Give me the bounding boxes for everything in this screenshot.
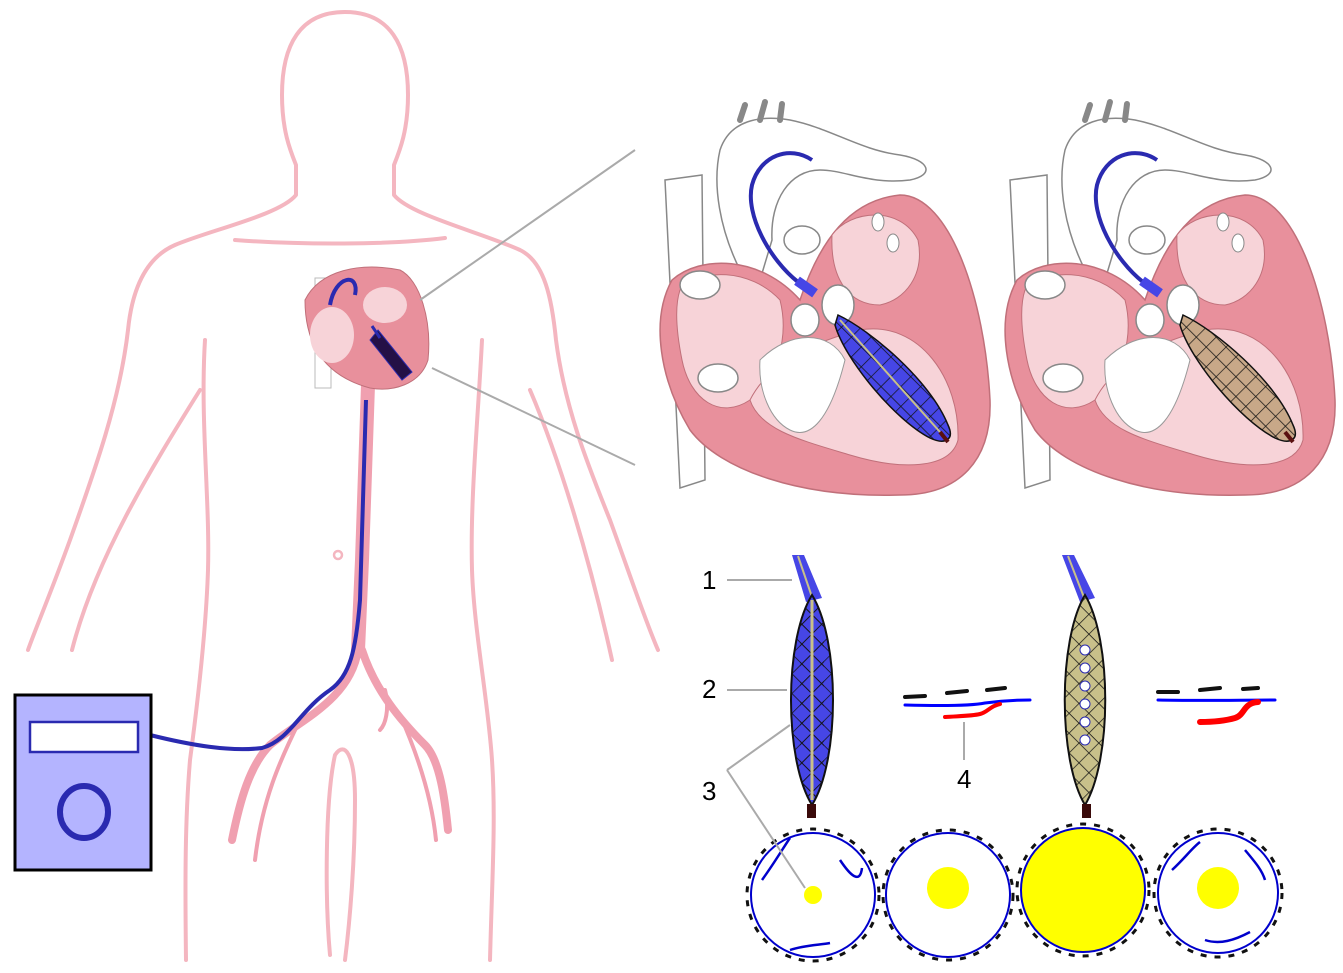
chest-heart-icon [305, 267, 429, 389]
navel [334, 551, 342, 559]
head-outline [28, 12, 345, 650]
label-4: 4 [957, 764, 971, 794]
vessel-segment-b [1158, 688, 1275, 722]
heart-cross-section-blue [660, 102, 990, 495]
mesh-balloon-blue [784, 555, 844, 818]
controller-box-icon [15, 695, 151, 870]
vessel-lumen-icon-3 [1017, 824, 1149, 956]
controller-display [30, 722, 138, 752]
vessel-lumen-icon-4 [1154, 829, 1282, 957]
torso-left [185, 340, 208, 960]
vessel-lumen-icon-2 [883, 830, 1013, 960]
vessel-segment-a [905, 688, 1030, 717]
mesh-balloon-olive [1058, 555, 1118, 818]
zoom-leader-lines [420, 150, 635, 465]
vessel-lumen-icon-1 [747, 829, 879, 961]
label-1: 1 [702, 565, 716, 595]
vessel-tree [232, 385, 448, 860]
heart-cross-section-olive [1005, 102, 1335, 495]
torso-right [472, 340, 494, 960]
label-2: 2 [702, 674, 716, 704]
lumen-dot-small [804, 886, 822, 904]
label-3: 3 [702, 776, 716, 806]
